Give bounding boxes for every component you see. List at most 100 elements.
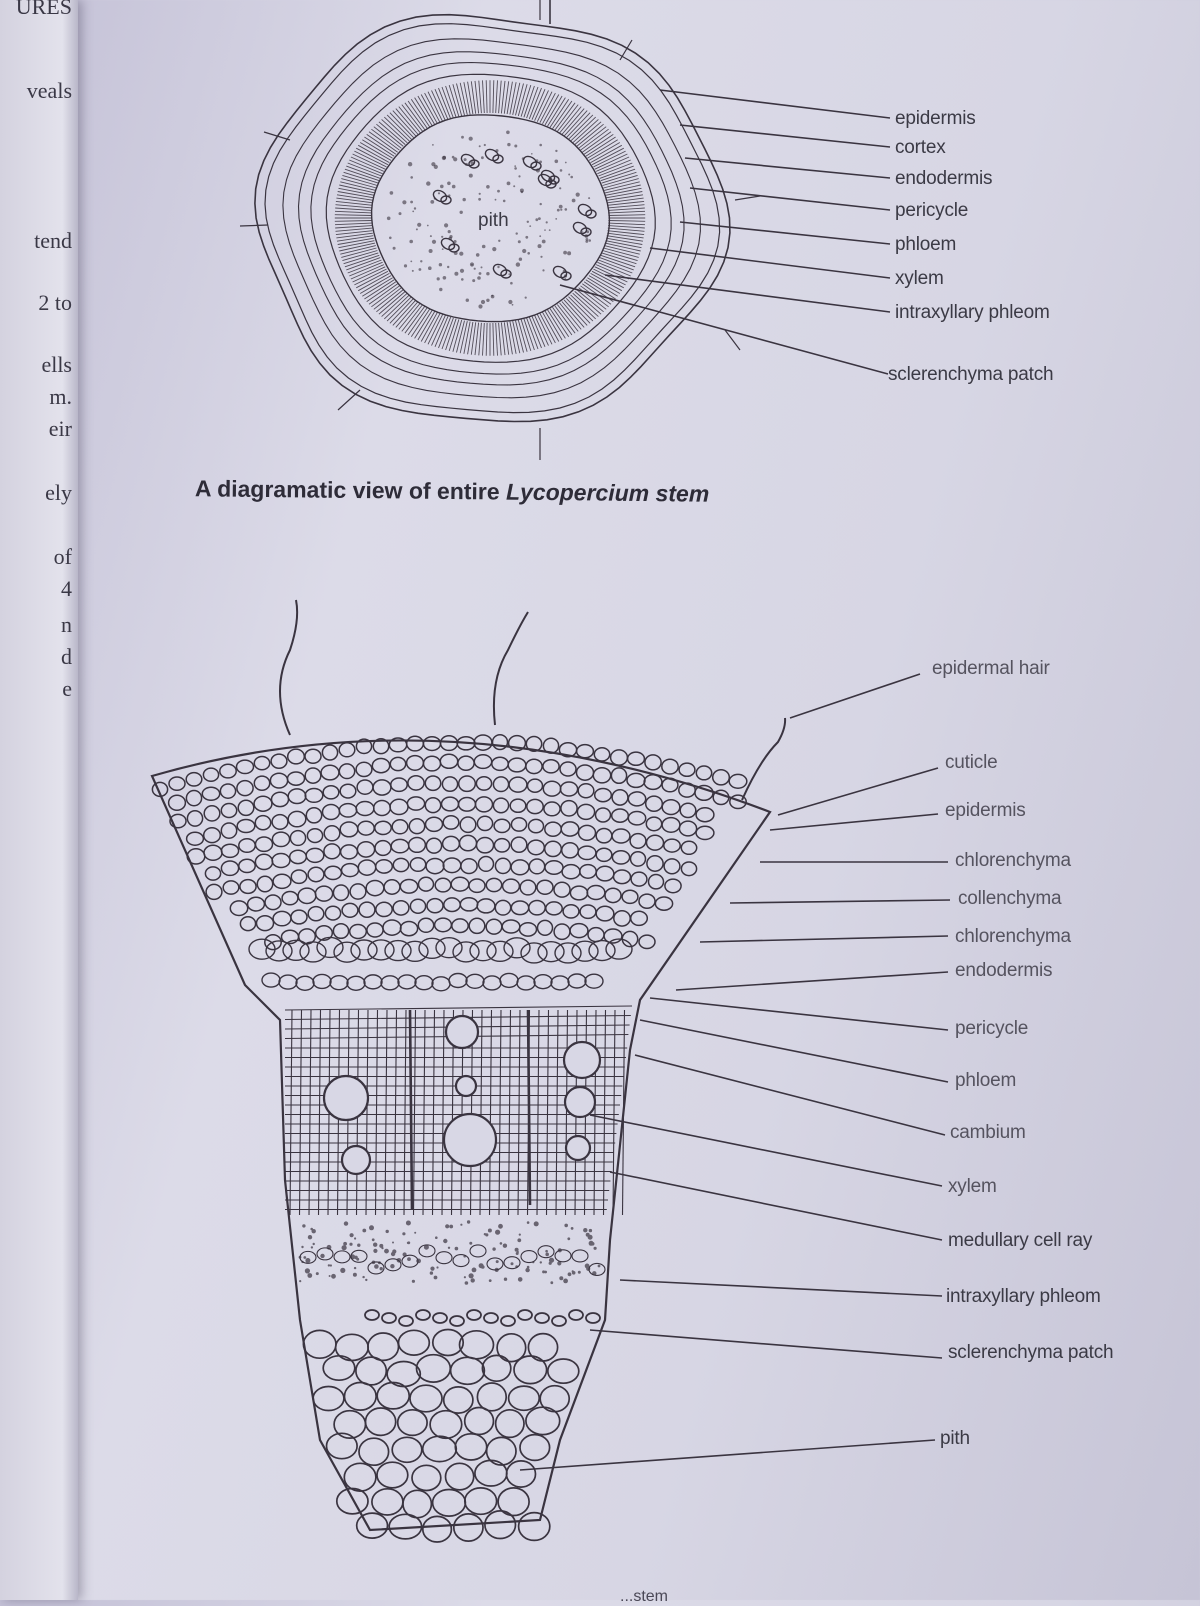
- pith-cell-dot: [556, 208, 560, 212]
- pith-cell-dot: [438, 263, 443, 267]
- xylem-vessel: [340, 1144, 372, 1176]
- pith-cell: [474, 1459, 508, 1487]
- leader-line: [675, 971, 949, 991]
- pericycle-cell: [584, 973, 604, 989]
- sclerenchyma-cell: [398, 1315, 414, 1327]
- cortex-cell: [348, 923, 368, 940]
- radial-cell-line: [576, 123, 604, 147]
- cortex-cell: [253, 755, 271, 771]
- radial-cell-line: [536, 91, 553, 122]
- phloem-speck: [349, 1233, 354, 1238]
- pith-cell: [371, 1487, 404, 1516]
- radial-cell-line: [602, 174, 638, 186]
- radial-cell-line: [509, 321, 517, 354]
- radial-cell-line: [347, 259, 382, 274]
- phloem-patch: [492, 263, 508, 277]
- cortex-cell: [236, 779, 254, 797]
- radial-cell-line: [341, 247, 377, 258]
- radial-cell-line: [470, 322, 477, 355]
- cortex-cell: [586, 884, 606, 901]
- phloem-speck: [587, 1234, 593, 1240]
- pith-cell-dot: [412, 210, 415, 213]
- phloem-speck: [349, 1242, 353, 1246]
- cortex-cell: [254, 836, 274, 853]
- cortex-cell: [220, 822, 238, 839]
- cortex-cell: [577, 824, 597, 841]
- pericycle-cell: [550, 975, 570, 991]
- cortex-cell: [443, 897, 461, 913]
- pith-cell-dot: [514, 165, 517, 168]
- phloem-speck: [460, 1223, 463, 1226]
- phloem-speck: [352, 1272, 357, 1277]
- cortex-cell: [356, 840, 376, 858]
- cortex-cell: [510, 859, 530, 876]
- radial-cell-line: [554, 305, 576, 334]
- intraxylary-cell: [571, 1249, 589, 1263]
- pith-cell: [409, 1384, 443, 1413]
- pith-cell-dot: [508, 299, 513, 305]
- radial-cell-line: [549, 99, 570, 128]
- sclerenchyma-cell: [517, 1309, 533, 1321]
- pith-cell: [497, 1487, 530, 1517]
- phloem-speck: [471, 1267, 477, 1273]
- radial-cell-line: [350, 156, 385, 172]
- phloem-speck: [545, 1252, 549, 1257]
- phloem-speck: [365, 1278, 368, 1282]
- cortex-cell: [592, 766, 612, 784]
- grid-col-line: [298, 1009, 303, 1216]
- leader-line: [634, 1054, 946, 1136]
- radial-cell-line: [607, 200, 645, 206]
- pith-cell: [494, 1408, 525, 1439]
- cortex-cell: [372, 779, 392, 796]
- radial-cell-line: [608, 222, 646, 226]
- radial-cell-line: [572, 292, 599, 317]
- pith-cell: [421, 1435, 458, 1463]
- radial-cell-line: [587, 139, 618, 159]
- cortex-cell: [426, 897, 444, 914]
- radial-cell-line: [498, 322, 502, 356]
- cortex-cell: [392, 899, 410, 916]
- pith-cell-dot: [417, 222, 422, 227]
- intraxylary-phloem-patches: [432, 148, 597, 281]
- radial-cell-line: [401, 104, 424, 132]
- cortex-cell: [646, 855, 664, 872]
- cortex-cell: [459, 896, 479, 912]
- cortex-cell: [661, 798, 681, 816]
- phloem-speck: [328, 1275, 331, 1277]
- radial-cell-line: [515, 83, 524, 116]
- pith-cell-dot: [398, 212, 402, 216]
- cortex-cell: [219, 783, 237, 799]
- cortex-cell: [473, 754, 493, 770]
- epidermis-ring: [254, 13, 731, 423]
- leader-line: [609, 1171, 943, 1241]
- cortex-cell: [202, 767, 220, 783]
- leader-line: [559, 284, 889, 375]
- cortex-cell: [663, 858, 681, 875]
- phloem-speck: [570, 1227, 574, 1230]
- pericycle-cell: [465, 973, 485, 989]
- radial-cell-line: [349, 159, 383, 175]
- pith-cell-dot: [478, 197, 481, 201]
- pith-cell-dot: [544, 229, 546, 231]
- intraxylary-cell: [469, 1244, 487, 1258]
- endodermis-cell: [605, 938, 633, 960]
- radial-cell-line: [552, 100, 573, 129]
- phloem-speck: [435, 1236, 438, 1239]
- cortex-cell: [371, 757, 391, 774]
- cortex-cell: [493, 837, 511, 853]
- sclerenchyma-cell: [500, 1315, 516, 1327]
- margin-text: n: [61, 612, 72, 637]
- cortex-cell: [357, 820, 375, 836]
- pith-cell: [458, 1329, 495, 1360]
- radial-cell-line: [565, 112, 591, 139]
- cortex-cell: [222, 880, 240, 895]
- pith-cell: [442, 1386, 474, 1414]
- phloem-speck: [577, 1270, 581, 1274]
- radial-cell-line: [340, 245, 376, 255]
- bottom-label-epidermis: epidermis: [945, 800, 1026, 821]
- pericycle-cell: [533, 973, 553, 990]
- pericycle-cell: [482, 975, 502, 991]
- phloem-speck: [468, 1273, 474, 1279]
- radial-cell-line: [531, 89, 546, 120]
- pith-cell-dot: [437, 192, 441, 195]
